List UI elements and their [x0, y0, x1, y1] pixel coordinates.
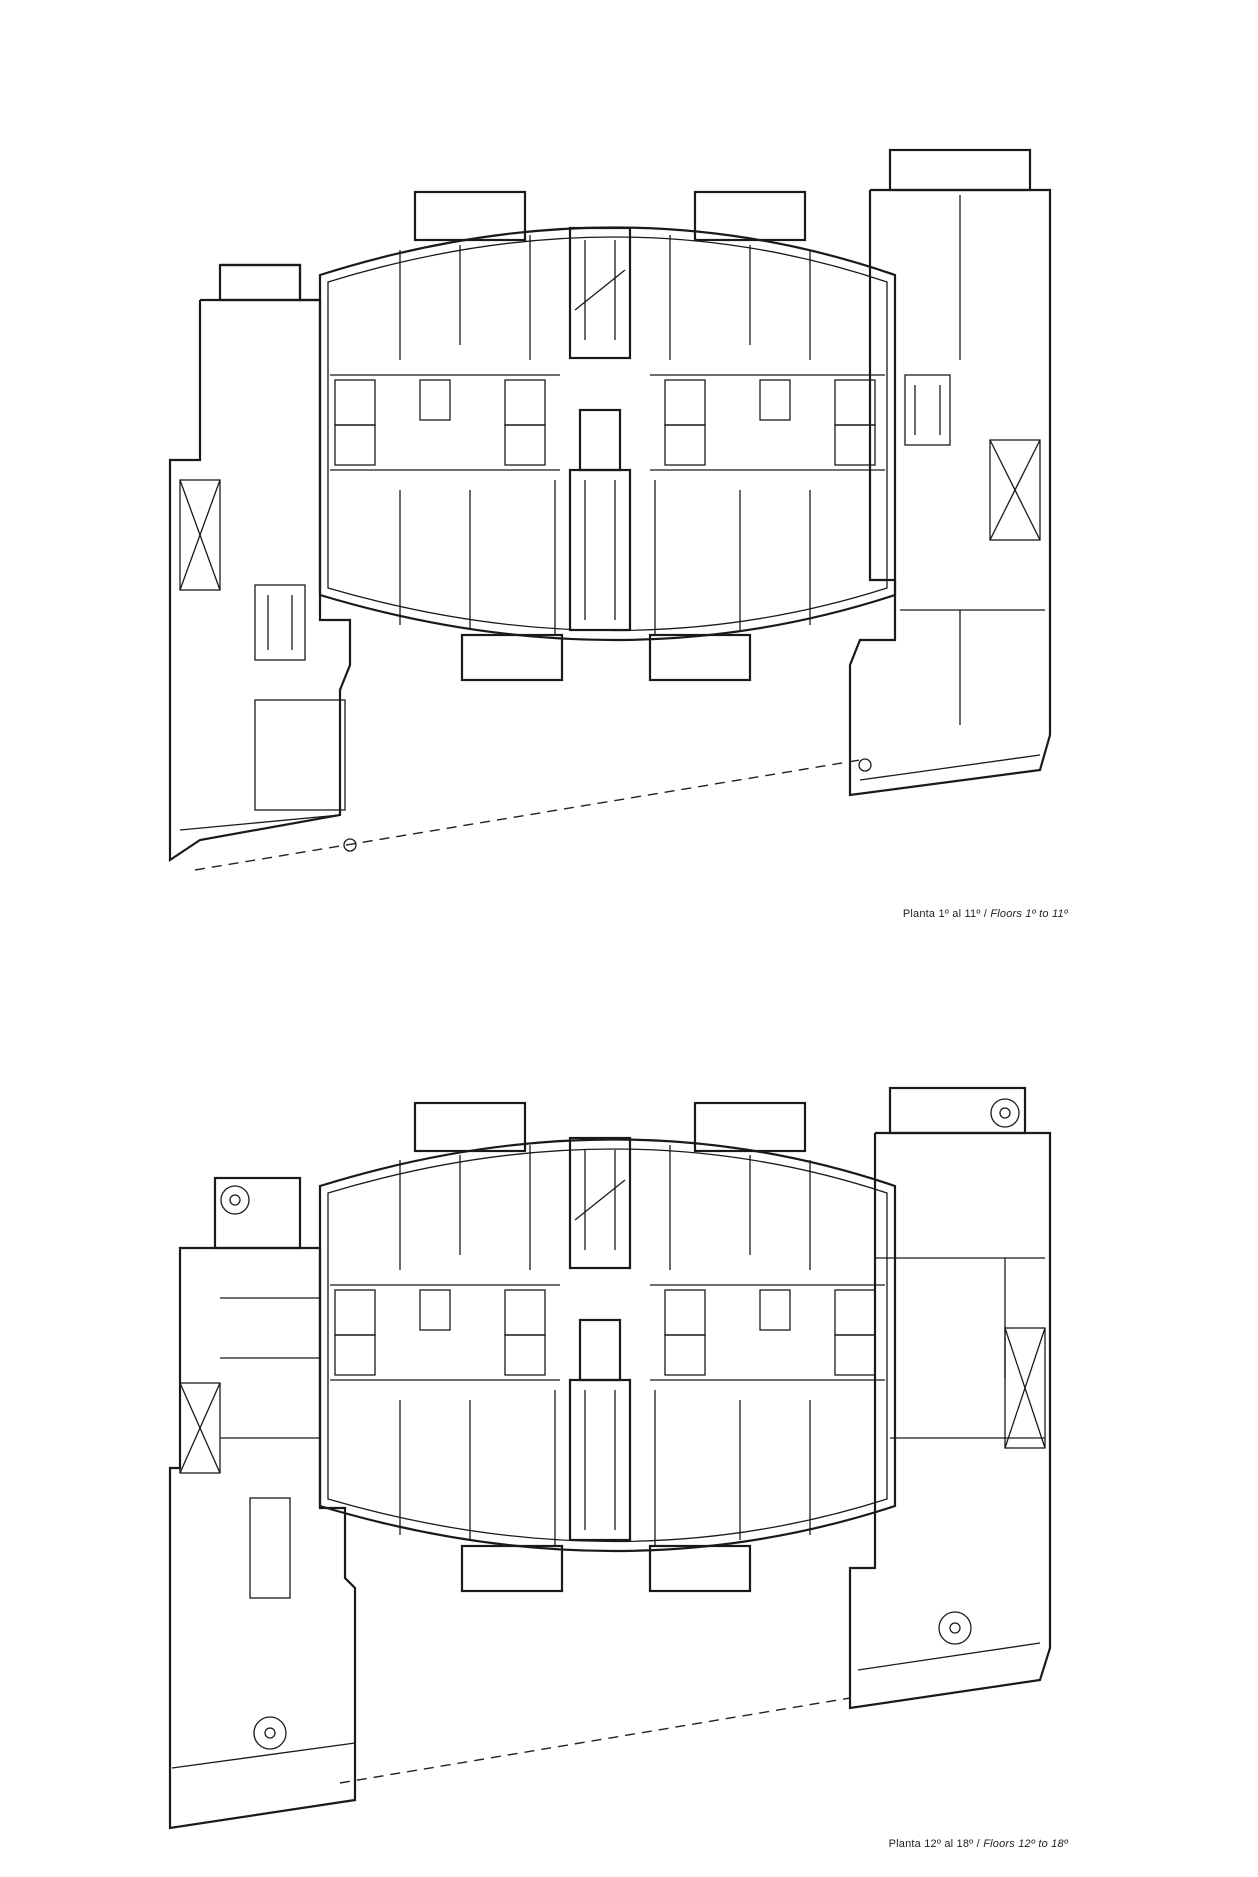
balcony-bottom-left — [460, 633, 564, 682]
right-wing-outline-lower — [848, 1131, 1052, 1710]
balcony-top-left — [413, 190, 527, 242]
caption-upper-spanish: Planta 1º al 11º / — [902, 908, 991, 920]
floor-plan-1-11-drawing — [168, 148, 1052, 871]
caption-lower-spanish: Planta 12º al 18º / — [888, 1838, 984, 1850]
left-wing-outline-lower — [168, 1246, 357, 1830]
left-wing-stair — [254, 584, 306, 661]
spiral-stair-bottom-right — [938, 1611, 972, 1645]
left-wing-top — [220, 263, 320, 302]
property-line-upper — [194, 759, 861, 871]
caption-upper-english: Floors 1º to 11º — [990, 908, 1068, 920]
right-wing-stair — [904, 374, 951, 446]
balcony-top-right — [693, 190, 807, 242]
central-slab-outline — [318, 226, 897, 642]
balcony-bottom-right — [648, 633, 752, 682]
floor-plan-12-18: Planta 12º al 18º / Floors 12º to 18º — [0, 938, 1258, 1877]
right-wing-top-balcony — [888, 148, 1032, 192]
spiral-stair-bottom-left — [253, 1716, 287, 1750]
stair-core-top — [568, 226, 632, 360]
property-line-lower — [339, 1697, 851, 1784]
plan-caption-upper: Planta 1º al 11º / Floors 1º to 11º — [903, 908, 1068, 920]
spiral-stair-top-left — [220, 1185, 250, 1215]
spiral-stair-top-right — [990, 1098, 1020, 1128]
floor-plan-1-11: Planta 1º al 11º / Floors 1º to 11º — [0, 0, 1258, 938]
elevator-center — [578, 408, 622, 472]
right-wing-outline — [848, 188, 1052, 797]
shaft-center — [568, 468, 632, 632]
plan-caption-lower: Planta 12º al 18º / Floors 12º to 18º — [889, 1838, 1068, 1850]
central-slab-outline-lower — [318, 1138, 897, 1553]
caption-lower-english: Floors 12º to 18º — [983, 1838, 1068, 1850]
floor-plan-12-18-drawing — [168, 1086, 1052, 1830]
left-wing-outline — [168, 298, 352, 863]
